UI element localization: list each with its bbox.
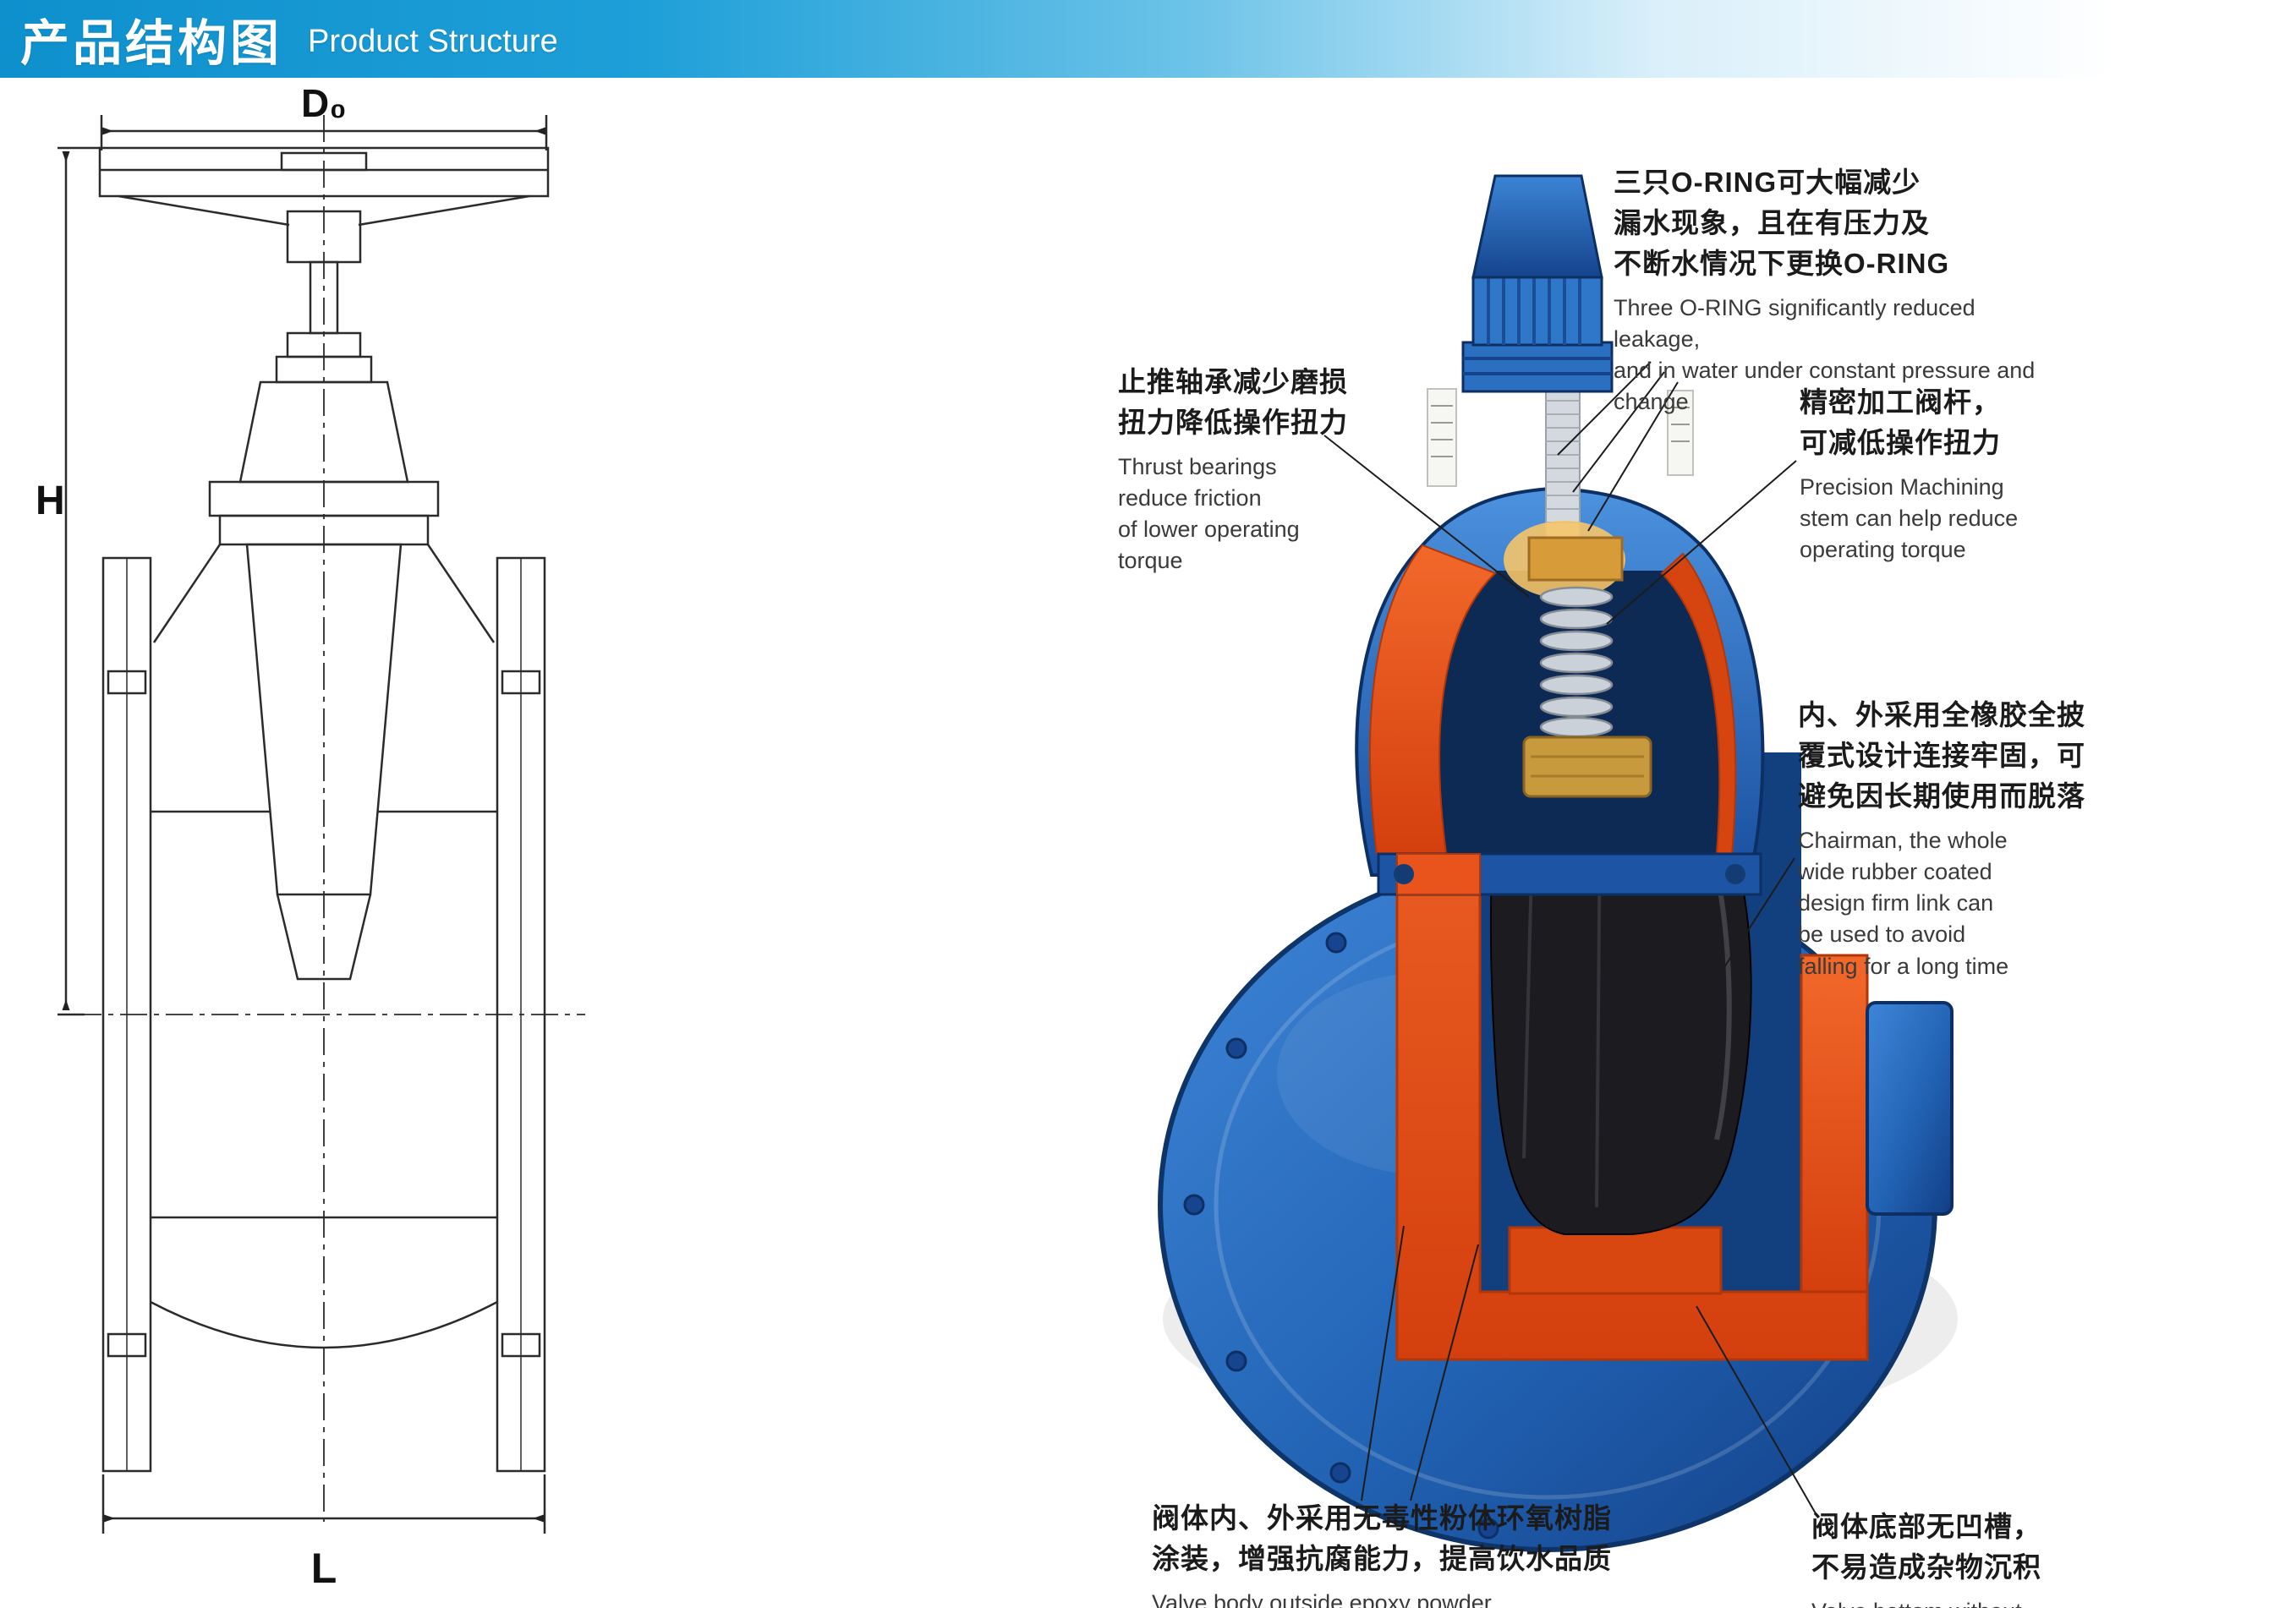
thrust-bearing (1527, 536, 1624, 582)
technical-drawing-gate-valve: D₀ H L (36, 85, 585, 1592)
annotation-rubber-en: Chairman, the whole wide rubber coated d… (1798, 827, 2009, 979)
annotation-stem-zh: 精密加工阀杆， 可减低操作扭力 (1800, 386, 2001, 458)
dim-label-h: H (36, 479, 65, 523)
annotation-thrust-en: Thrust bearings reduce friction of lower… (1118, 453, 1300, 574)
dimension-h (58, 146, 100, 1016)
annotation-thrust: 止推轴承减少磨损 扭力降低操作扭力 Thrust bearings reduce… (1118, 362, 1397, 577)
annotation-oring-en: Three O-RING significantly reduced leaka… (1614, 294, 2036, 415)
page-title-en: Product Structure (308, 23, 558, 59)
annotation-oring-zh: 三只O-RING可大幅减少 漏水现象，且在有压力及 不断水情况下更换O-RING (1614, 167, 1950, 279)
annotation-rubber-zh: 内、外采用全橡胶全披 覆式设计连接牢固，可 避免因长期使用而脱落 (1798, 699, 2085, 812)
stem-nut-brass (1522, 736, 1652, 798)
annotation-oring: 三只O-RING可大幅减少 漏水现象，且在有压力及 不断水情况下更换O-RING… (1614, 162, 2053, 418)
annotation-bottom-en: Valve bottom without (1811, 1596, 2167, 1608)
annotation-epoxy-zh: 阀体内、外采用无毒性粉体环氧树脂 涂装，增强抗腐能力，提高饮水品质 (1152, 1502, 1612, 1574)
page-header: 产品结构图 Product Structure (0, 0, 2296, 78)
threaded-stem-coil (1539, 586, 1614, 738)
annotation-stem-en: Precision Machining stem can help reduce… (1800, 473, 2019, 563)
annotation-epoxy-en: Valve body outside epoxy powder (1152, 1589, 1492, 1608)
flange-bolt-holes (1183, 932, 1499, 1540)
dim-label-d0: D₀ (301, 85, 347, 125)
cutaway-render-gate-valve (1158, 174, 1958, 1552)
annotation-thrust-zh: 止推轴承减少磨损 扭力降低操作扭力 (1118, 366, 1348, 438)
annotation-bottom: 阀体底部无凹槽， 不易造成杂物沉积 Valve bottom without (1811, 1507, 2167, 1608)
annotation-epoxy: 阀体内、外采用无毒性粉体环氧树脂 涂装，增强抗腐能力，提高饮水品质 Valve … (1152, 1498, 1710, 1608)
dimension-l (101, 1474, 546, 1534)
dim-label-l: L (311, 1545, 337, 1592)
operating-nut-cap (1461, 174, 1614, 393)
stem-shaft (1545, 388, 1581, 542)
annotation-rubber: 内、外采用全橡胶全披 覆式设计连接牢固，可 避免因长期使用而脱落 Chairma… (1798, 695, 2136, 982)
annotation-bottom-zh: 阀体底部无凹槽， 不易造成杂物沉积 (1811, 1511, 2041, 1583)
page-title-zh: 产品结构图 (20, 16, 283, 71)
flange-end-right (1866, 1001, 1954, 1216)
centerlines (74, 115, 585, 1522)
annotation-stem: 精密加工阀杆， 可减低操作扭力 Precision Machining stem… (1800, 382, 2104, 566)
